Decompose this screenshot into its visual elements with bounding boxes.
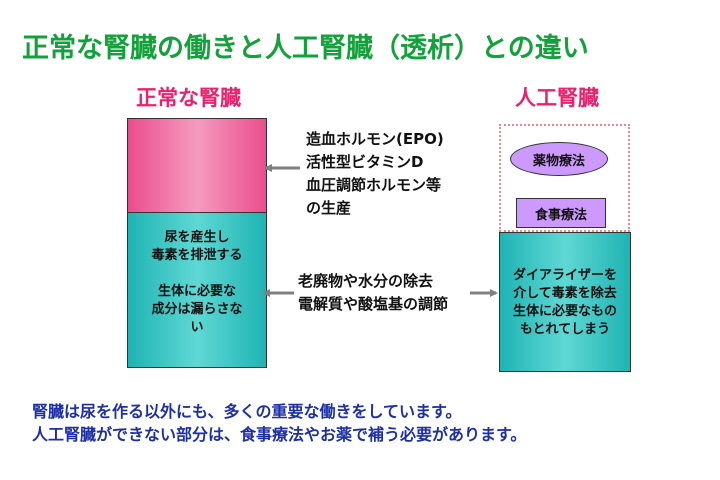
excretion-functions-text: 老廃物や水分の除去 電解質や酸塩基の調節 bbox=[298, 270, 448, 316]
excretion-line: 電解質や酸塩基の調節 bbox=[298, 295, 449, 313]
artificial-kidney-line: 生体に必要なもの bbox=[512, 304, 617, 319]
normal-kidney-line: 尿を産生し bbox=[164, 230, 230, 245]
diet-therapy-badge: 食事療法 bbox=[516, 198, 606, 228]
normal-kidney-heading: 正常な腎臓 bbox=[136, 86, 241, 110]
function-line: 血圧調節ホルモン等 bbox=[306, 176, 442, 194]
footer-note: 腎臓は尿を作る以外にも、多くの重要な働きをしています。 人工腎臓ができない部分は… bbox=[32, 400, 526, 446]
artificial-kidney-line: もとれてしまう bbox=[519, 322, 611, 337]
medication-therapy-badge: 薬物療法 bbox=[510, 142, 608, 176]
function-line: 活性型ビタミンD bbox=[306, 153, 424, 171]
normal-kidney-excretion-block: 尿を産生し 毒素を排泄する 生体に必要な 成分は漏らさな い bbox=[127, 212, 267, 368]
footer-line: 腎臓は尿を作る以外にも、多くの重要な働きをしています。 bbox=[32, 402, 462, 421]
normal-kidney-line: 成分は漏らさな bbox=[151, 302, 243, 317]
excretion-line: 老廃物や水分の除去 bbox=[298, 272, 434, 290]
normal-kidney-line: い bbox=[190, 320, 204, 335]
function-line: 造血ホルモン(EPO) bbox=[306, 130, 444, 148]
normal-kidney-line: 生体に必要な bbox=[157, 284, 236, 299]
endocrine-functions-text: 造血ホルモン(EPO) 活性型ビタミンD 血圧調節ホルモン等 の生産 bbox=[306, 128, 444, 220]
page-title: 正常な腎臓の働きと人工腎臓（透析）との違い bbox=[22, 33, 589, 64]
footer-line: 人工腎臓ができない部分は、食事療法やお薬で補う必要があります。 bbox=[32, 425, 527, 444]
function-line: の生産 bbox=[306, 199, 352, 217]
normal-kidney-line: 毒素を排泄する bbox=[151, 248, 243, 263]
artificial-kidney-line: ダイアライザーを bbox=[512, 268, 617, 283]
artificial-kidney-dialyzer-block: ダイアライザーを 介して毒素を除去 生体に必要なもの もとれてしまう bbox=[499, 232, 631, 372]
artificial-kidney-heading: 人工腎臓 bbox=[515, 86, 599, 110]
artificial-kidney-missing-functions-area bbox=[499, 124, 630, 232]
artificial-kidney-line: 介して毒素を除去 bbox=[513, 286, 617, 301]
